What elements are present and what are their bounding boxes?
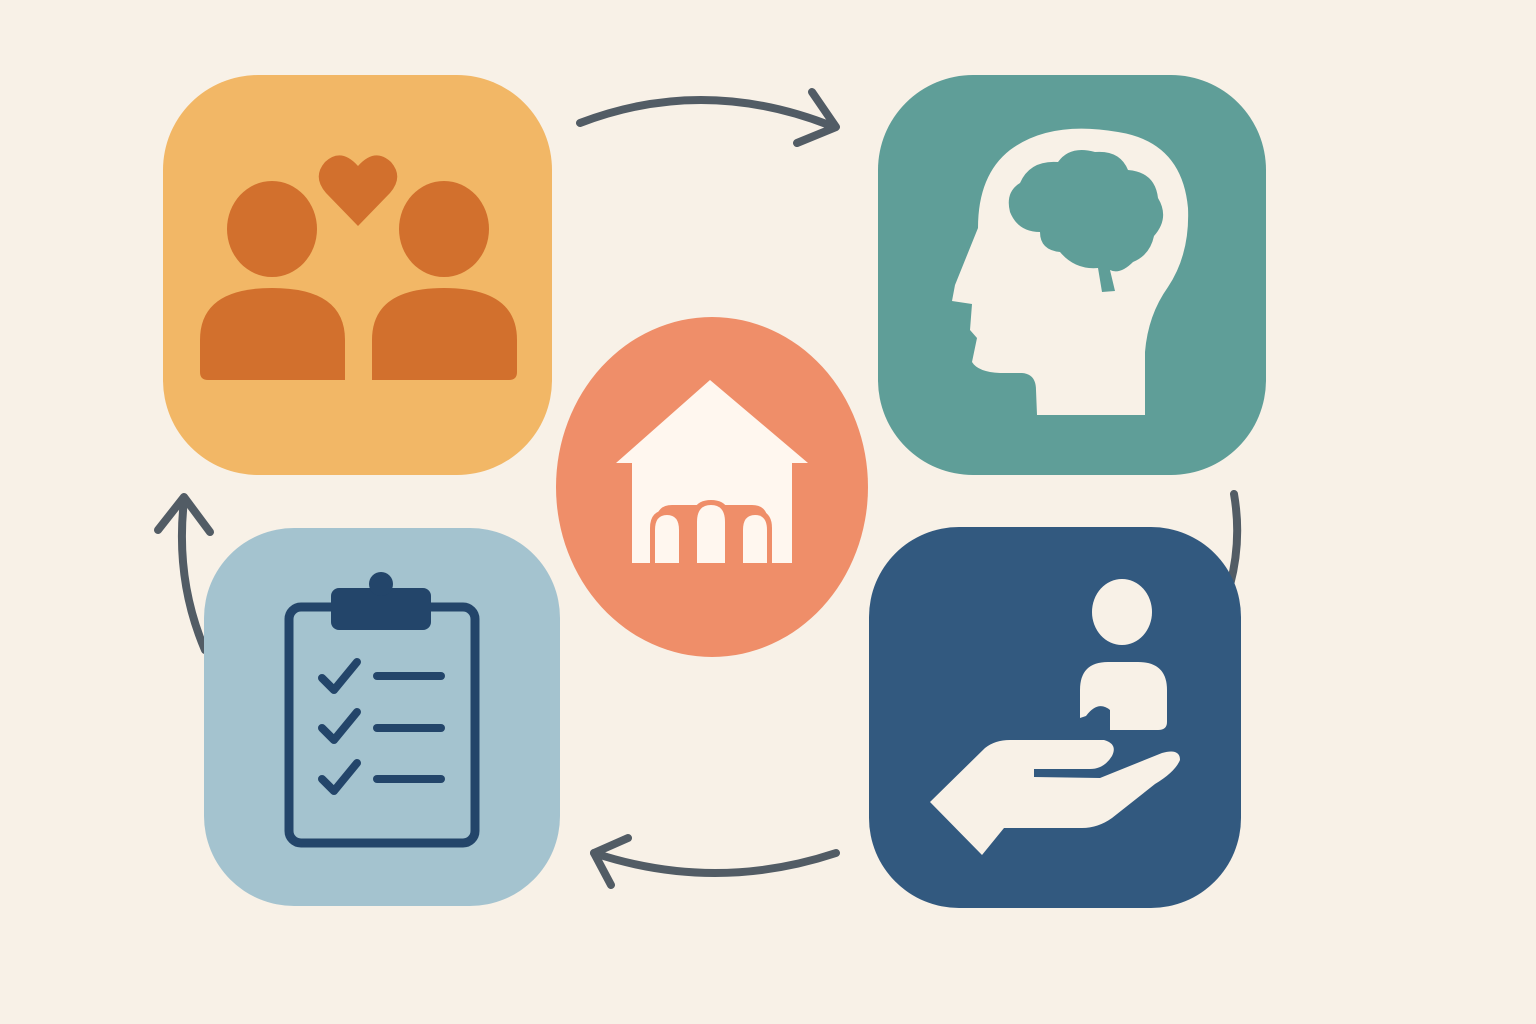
arrowhead-icon: [793, 88, 840, 147]
arrow-arc: [177, 496, 209, 654]
person-left-head: [227, 181, 317, 277]
hand-icon: [930, 740, 1180, 855]
arrow-arc: [1226, 490, 1242, 589]
heart-icon: [318, 155, 398, 226]
hand-holding-person-icon: [930, 579, 1180, 855]
plan-tile: [204, 528, 560, 906]
family-member-center-body-fill: [697, 505, 725, 563]
mind-tile: [878, 75, 1266, 475]
center-circle: [556, 317, 868, 657]
person-right-body: [372, 288, 517, 380]
family-member-left-body-fill: [655, 515, 679, 563]
family-member-center-head: [695, 464, 727, 496]
support-tile-bg: [869, 527, 1241, 908]
arrowhead-icon: [590, 834, 632, 889]
house-family-icon: [616, 380, 808, 563]
check-icon: [318, 658, 361, 694]
head-brain-icon: [952, 128, 1189, 416]
relationship-tile: [163, 75, 552, 475]
arrow-support-to-plan: [590, 834, 840, 889]
arrow-arc: [576, 95, 838, 131]
brain-icon: [1008, 149, 1164, 292]
support-tile: [869, 527, 1241, 908]
family-member-left-head: [652, 475, 682, 505]
person-body: [1080, 662, 1167, 730]
check-icon: [318, 708, 361, 744]
person-right-head: [399, 181, 489, 277]
relationship-tile-bg: [163, 75, 552, 475]
checklist: [318, 658, 445, 795]
arrow-plan-to-relationship: [154, 493, 214, 654]
arrowhead-icon: [154, 493, 214, 536]
clipboard-clip-knob: [369, 572, 393, 596]
family-member-right-body-fill: [743, 515, 767, 563]
arrow-arc: [590, 849, 840, 877]
person-left-body: [200, 288, 345, 380]
person-head: [1092, 579, 1152, 645]
family-member-right-head: [740, 475, 770, 505]
check-icon: [318, 759, 361, 795]
clipboard-checklist-icon: [284, 572, 480, 848]
two-people-heart-icon: [200, 155, 517, 380]
arrow-relationship-to-mind: [576, 88, 840, 147]
clipboard-clip: [331, 588, 431, 630]
arrow-mind-to-support: [1226, 490, 1242, 589]
